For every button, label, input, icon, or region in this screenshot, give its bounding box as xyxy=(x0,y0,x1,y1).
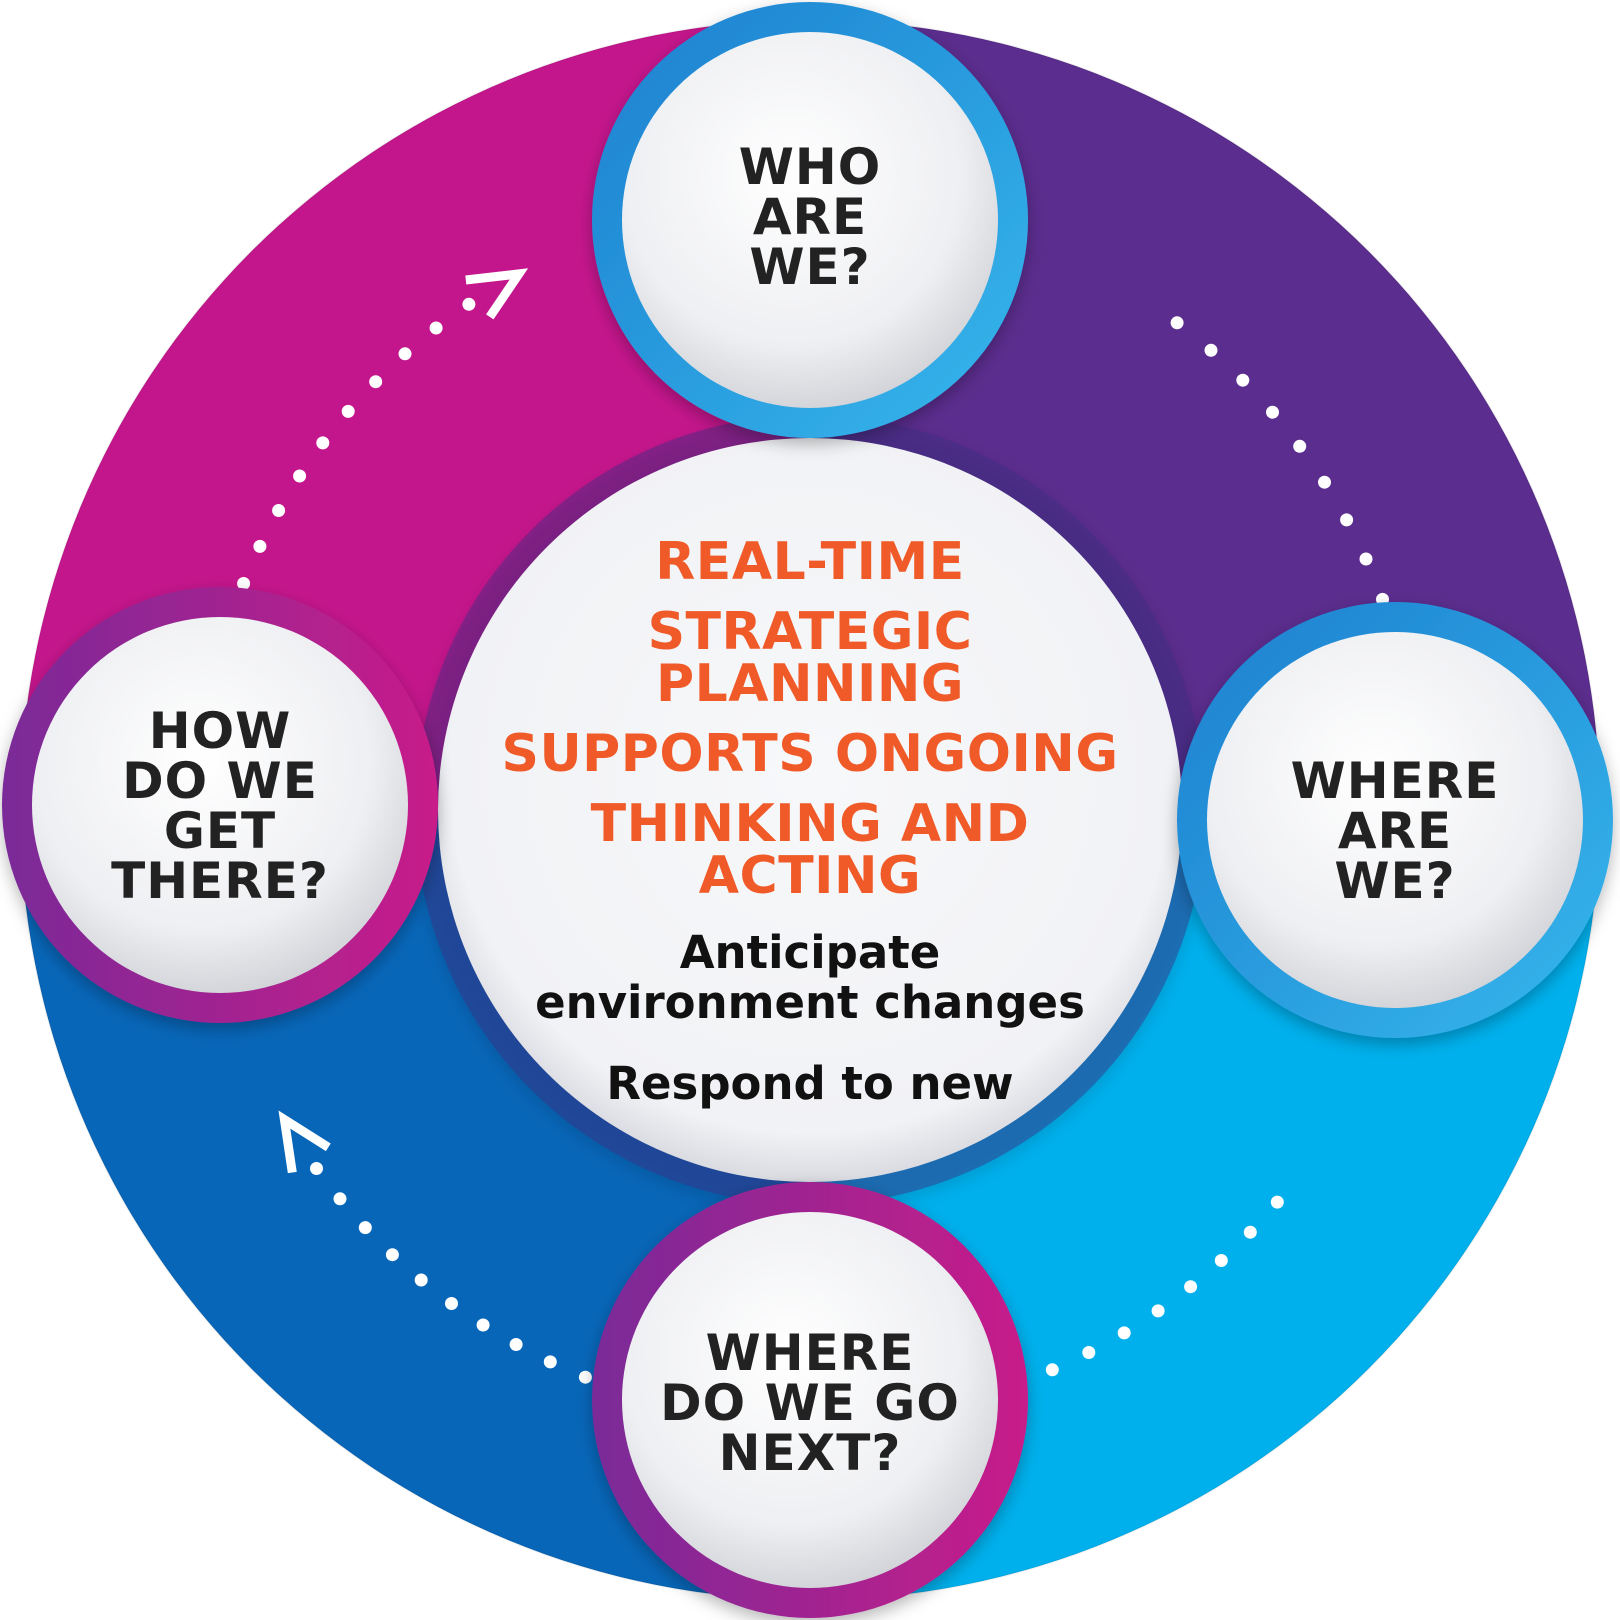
flow-dot xyxy=(1151,1304,1165,1318)
flow-dot xyxy=(293,469,307,483)
node-who-are-we: WHO ARE WE? xyxy=(620,142,1000,292)
center-body: Anticipate environment changes Respond t… xyxy=(490,926,1130,1110)
bubble-next xyxy=(592,1182,1028,1618)
node-how-line-3: GET xyxy=(163,802,277,860)
bubble-where-are xyxy=(1177,602,1613,1038)
center-heading-line-3: PLANNING xyxy=(655,654,965,714)
node-how-line-2: DO WE xyxy=(122,752,318,810)
flow-dot xyxy=(1184,1280,1198,1294)
flow-dot xyxy=(310,1162,323,1175)
flow-dot xyxy=(1117,1326,1131,1340)
node-where-are-line-2: ARE xyxy=(1337,802,1453,860)
flow-dot xyxy=(1243,1225,1257,1239)
flow-dot xyxy=(358,1221,372,1235)
flow-dot xyxy=(253,539,267,553)
flow-dot xyxy=(414,1273,428,1287)
flow-dot xyxy=(1266,405,1279,419)
node-next-line-1: WHERE xyxy=(705,1324,915,1382)
node-where-are-we: WHERE ARE WE? xyxy=(1205,756,1585,906)
center-disk xyxy=(438,438,1182,1182)
node-where-are-line-3: WE? xyxy=(1334,852,1456,910)
node-who-line-1: WHO xyxy=(738,138,882,196)
flow-dot xyxy=(1204,343,1218,357)
node-how-get-there: HOW DO WE GET THERE? xyxy=(30,706,410,906)
flow-dot xyxy=(1214,1254,1228,1267)
flow-dot xyxy=(341,404,355,418)
flow-dot xyxy=(1359,552,1373,566)
flow-dot xyxy=(316,436,330,450)
flow-dot xyxy=(445,1297,458,1310)
flow-dot xyxy=(1045,1363,1059,1377)
flow-dot xyxy=(1270,1195,1284,1209)
center-heading-line-6: ACTING xyxy=(698,846,922,906)
flow-dot xyxy=(1170,316,1184,330)
flow-dot xyxy=(369,375,383,389)
flow-dot xyxy=(509,1338,523,1351)
flow-dot xyxy=(398,347,412,361)
flow-dot xyxy=(1293,439,1307,453)
center-heading-line-5: THINKING AND xyxy=(590,794,1030,854)
node-where-next: WHERE DO WE GO NEXT? xyxy=(620,1328,1000,1478)
flow-dot xyxy=(333,1192,347,1206)
flow-dot xyxy=(1236,373,1250,387)
flow-dot xyxy=(272,504,286,517)
center-body-line-2: environment changes xyxy=(535,976,1085,1030)
chevron-icon xyxy=(278,1110,331,1174)
flow-dot xyxy=(1082,1346,1096,1359)
bubble-who xyxy=(592,2,1028,438)
flow-dot xyxy=(578,1370,592,1384)
flow-dot xyxy=(1340,513,1354,527)
node-how-line-1: HOW xyxy=(148,702,292,760)
flow-dot xyxy=(385,1248,399,1262)
flow-dot xyxy=(543,1355,557,1369)
flow-dot xyxy=(476,1318,490,1332)
flow-dot xyxy=(1318,475,1331,489)
center-heading-line-4: SUPPORTS ONGOING xyxy=(501,724,1119,784)
bubble-how xyxy=(2,587,438,1023)
node-next-line-3: NEXT? xyxy=(718,1424,902,1482)
flow-dot xyxy=(237,577,251,590)
flow-dot xyxy=(462,297,476,311)
chevron-icon xyxy=(465,268,529,320)
center-heading: REAL-TIME STRATEGIC PLANNING SUPPORTS ON… xyxy=(490,536,1130,902)
center-heading-line-2: STRATEGIC xyxy=(647,602,973,662)
center-body-line-1: Anticipate xyxy=(679,926,941,979)
center-heading-line-1: REAL-TIME xyxy=(655,532,965,592)
node-how-line-4: THERE? xyxy=(111,852,329,910)
node-who-line-2: ARE xyxy=(752,188,868,246)
node-who-line-3: WE? xyxy=(749,238,871,296)
center-body-line-3: Respond to new xyxy=(606,1056,1014,1110)
flow-dot xyxy=(429,321,443,335)
node-next-line-2: DO WE GO xyxy=(660,1374,960,1432)
node-where-are-line-1: WHERE xyxy=(1290,752,1500,810)
